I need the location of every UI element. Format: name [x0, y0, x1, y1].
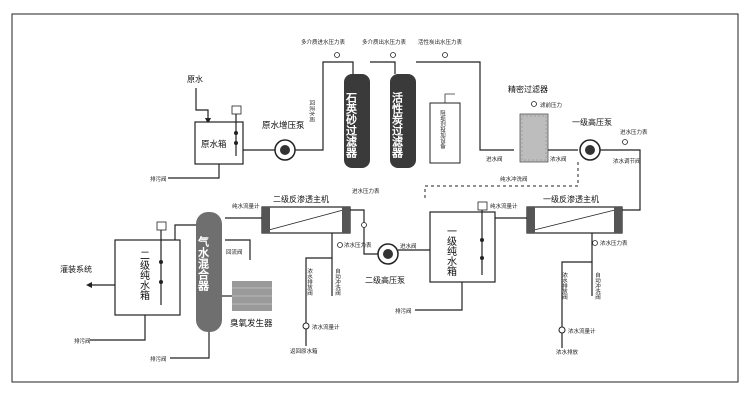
label-drain-valve-4: 排污阀 [150, 355, 167, 363]
pipe-mixer-to-tank2 [174, 224, 196, 240]
level-gauge-1 [231, 105, 242, 115]
pure-water-flush-line [424, 162, 579, 198]
label-auto-flush-2: 自动冲洗阀 [594, 271, 601, 301]
label-concentrate-valve-1: 浓水阀 [550, 155, 567, 163]
gas-water-mixer [196, 212, 222, 332]
label-return-valve: 回流水阀 [308, 100, 316, 122]
label-return-raw-tank: 返回原水箱 [290, 347, 318, 355]
label-pure-flow-1: 纯水流量计 [490, 202, 518, 210]
pipe-carbon-to-precision [416, 61, 514, 151]
label-quartz-filter: 石英砂过滤器 [345, 92, 359, 159]
label-second-hp-pump: 二级高压泵 [365, 275, 405, 285]
label-raw-water-tank: 原水箱 [201, 139, 227, 150]
pipe-quartz-to-carbon [370, 61, 396, 74]
label-ozone-generator: 臭氧发生器 [230, 318, 273, 329]
precision-filter [519, 113, 549, 163]
second-pure-water-tank [114, 239, 181, 316]
pipe-hp1-to-ro1 [600, 149, 641, 211]
first-pure-water-tank [429, 211, 496, 283]
label-concentrate-flow-1: 浓水流量计 [312, 323, 340, 331]
pipe-drain-2 [90, 315, 146, 341]
label-drain-valve-3: 排污阀 [395, 307, 412, 315]
label-gas-water-mixer: 气水混合器 [197, 235, 211, 292]
label-water-gauge-1: 进水压力表 [620, 128, 648, 136]
label-second-ro: 二级反渗透主机 [273, 194, 329, 204]
pipe-raw-water-in [195, 88, 209, 122]
arrow-raw-in [205, 118, 211, 124]
label-inlet-gauge-2: 进水压力表 [352, 187, 380, 195]
label-drain-valve-1: 排污阀 [150, 175, 167, 183]
label-filter-pressure: 滤前压力 [540, 101, 562, 109]
pipe-ro1-concentrate [561, 233, 593, 330]
activated-carbon-filter [390, 74, 416, 168]
label-concentrate-flow-2: 浓水流量计 [568, 327, 596, 335]
label-concentrate-gauge-2: 浓水压力表 [600, 239, 628, 247]
label-raw-water: 原水 [187, 74, 203, 84]
label-inlet-valve-1: 进水阀 [486, 155, 503, 163]
label-mm-inlet-gauge: 多介质出水压力表 [362, 38, 407, 46]
label-carbon-filter: 活性炭过滤器 [391, 91, 405, 159]
label-first-ro: 一级反渗透主机 [543, 194, 599, 204]
label-first-hp-pump: 一级高压泵 [572, 117, 612, 127]
label-concentrate-drain-1: 浓水排放阀 [306, 267, 313, 297]
label-concentrate-drain-2: 浓水排放阀 [561, 271, 568, 301]
label-concentrate-gauge-1: 浓水压力表 [344, 241, 372, 249]
pipe-drain-3 [415, 282, 463, 311]
label-first-pure-tank: 一级纯水箱 [445, 226, 457, 277]
label-filling-system: 灌装系统 [60, 264, 92, 274]
label-inlet-valve-2: 进水阀 [400, 242, 417, 250]
pipe-ro2-concentrate [305, 233, 333, 326]
label-auto-flush-1: 自动冲洗阀 [334, 267, 341, 297]
quartz-sand-filter [344, 74, 370, 168]
label-booster-pump: 原水增压泵 [262, 120, 305, 131]
label-flush-valve: 纯水冲洗阀 [500, 175, 528, 183]
label-dosing-device: 阻垢剂投加设备 [439, 109, 446, 150]
label-second-pure-tank: 二级纯水箱 [138, 250, 150, 301]
pipe-drain-1 [168, 164, 220, 179]
label-return-line: 回流阀 [226, 248, 243, 256]
label-carbon-outlet-gauge: 活性炭出水压力表 [418, 38, 463, 46]
pipe-hp2-to-ro2 [350, 209, 378, 255]
label-mm-outlet-gauge: 多介质进水压力表 [301, 38, 346, 46]
pipe-pump-to-quartz [295, 61, 354, 151]
label-concentrate-tank: 浓水排放 [556, 348, 579, 356]
diagram-frame [11, 13, 739, 383]
label-precision-filter: 精密过滤器 [508, 84, 548, 94]
label-drain-valve-2: 排污阀 [74, 337, 91, 345]
antiscalant-dosing-device [429, 102, 461, 164]
label-concentrate-regulator: 浓水调节阀 [613, 157, 641, 165]
label-pure-flow-2: 纯水流量计 [232, 202, 260, 210]
pipe-drain-4 [170, 332, 210, 359]
